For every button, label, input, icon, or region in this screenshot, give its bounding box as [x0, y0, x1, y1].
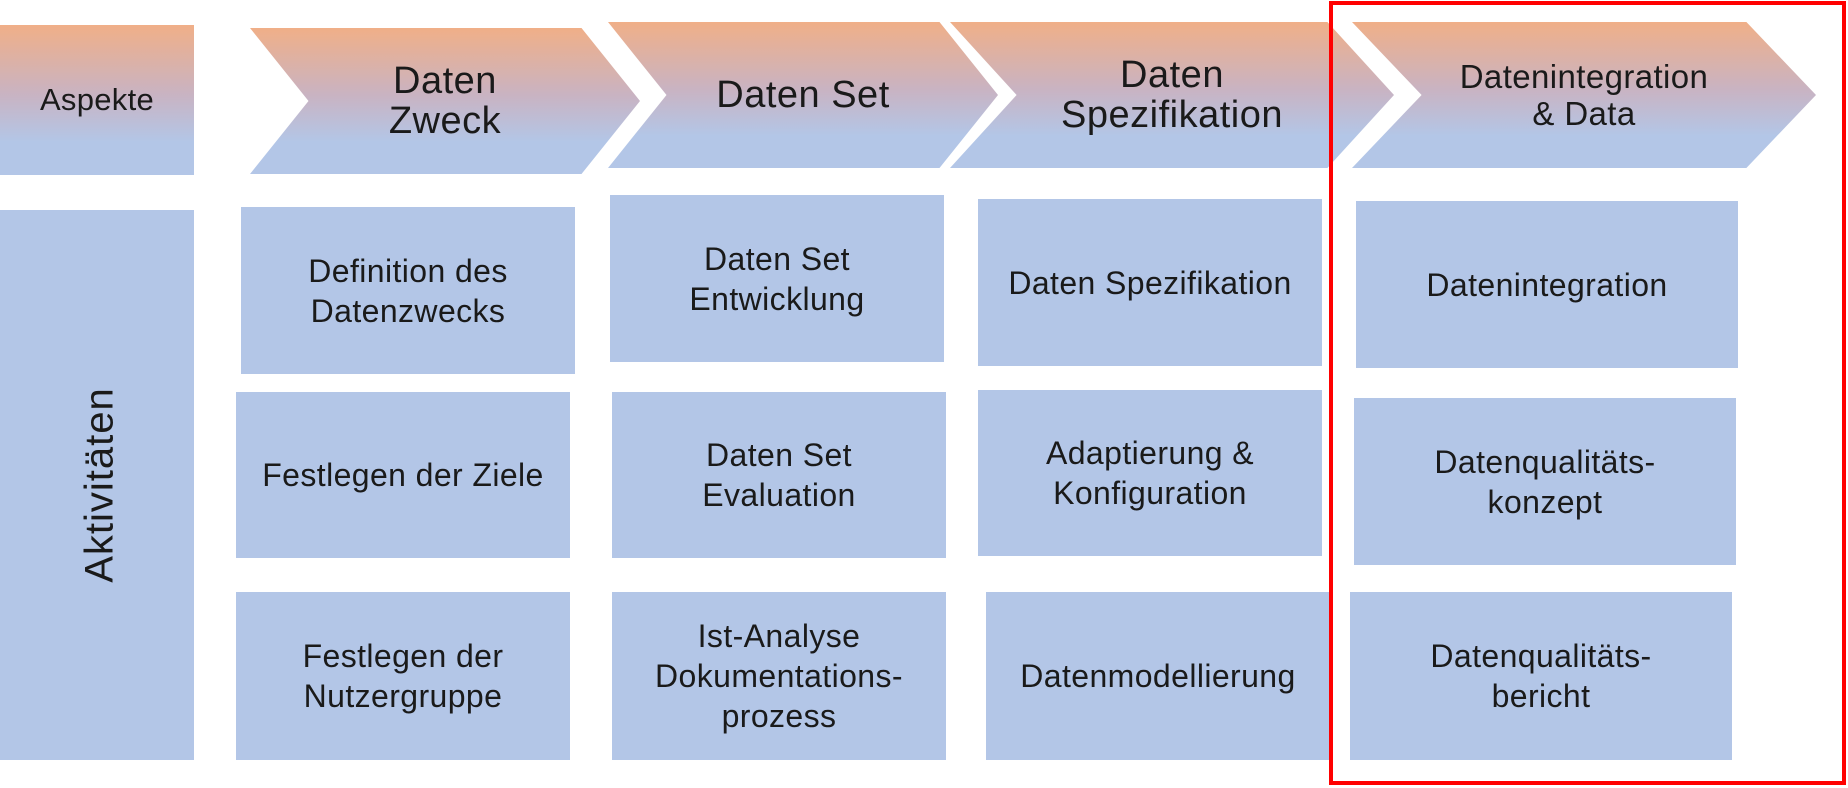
activity-box-datenqualitaetskonzept: Datenqualitäts- konzept	[1354, 398, 1736, 565]
activity-box-ist-analyse: Ist-Analyse Dokumentations- prozess	[612, 592, 946, 760]
activity-box-adaptierung-konfiguration: Adaptierung & Konfiguration	[978, 390, 1322, 556]
activity-box-festlegen-ziele: Festlegen der Ziele	[236, 392, 570, 558]
activity-box-definition-datenzweck: Definition des Datenzwecks	[241, 207, 575, 374]
activity-box-festlegen-nutzergruppe: Festlegen der Nutzergruppe	[236, 592, 570, 760]
phase-chevron-daten-spezifikation: Daten Spezifikation	[950, 22, 1394, 168]
phase-chevron-daten-set: Daten Set	[608, 22, 998, 168]
phase-title: Datenintegration & Data	[1459, 58, 1709, 132]
activity-box-daten-spezifikation: Daten Spezifikation	[978, 199, 1322, 366]
activity-box-daten-set-entwicklung: Daten Set Entwicklung	[610, 195, 944, 362]
aspekte-label: Aspekte	[39, 82, 155, 117]
activity-box-datenintegration: Datenintegration	[1356, 201, 1738, 368]
phase-title: Daten Spezifikation	[1061, 54, 1283, 136]
activity-box-datenqualitaetsbericht: Datenqualitäts- bericht	[1350, 592, 1732, 760]
phase-title: Daten Set	[716, 74, 890, 116]
activity-box-daten-set-evaluation: Daten Set Evaluation	[612, 392, 946, 558]
phase-chevron-daten-zweck: Daten Zweck	[250, 28, 640, 174]
aktivitaeten-label: Aktivitäten	[77, 387, 122, 583]
aspekte-header: Aspekte	[0, 25, 194, 175]
phase-title: Daten Zweck	[388, 60, 502, 142]
aktivitaeten-column	[0, 210, 194, 760]
phase-chevron-datenintegration: Datenintegration & Data	[1352, 22, 1816, 168]
activity-box-datenmodellierung: Datenmodellierung	[986, 592, 1330, 760]
